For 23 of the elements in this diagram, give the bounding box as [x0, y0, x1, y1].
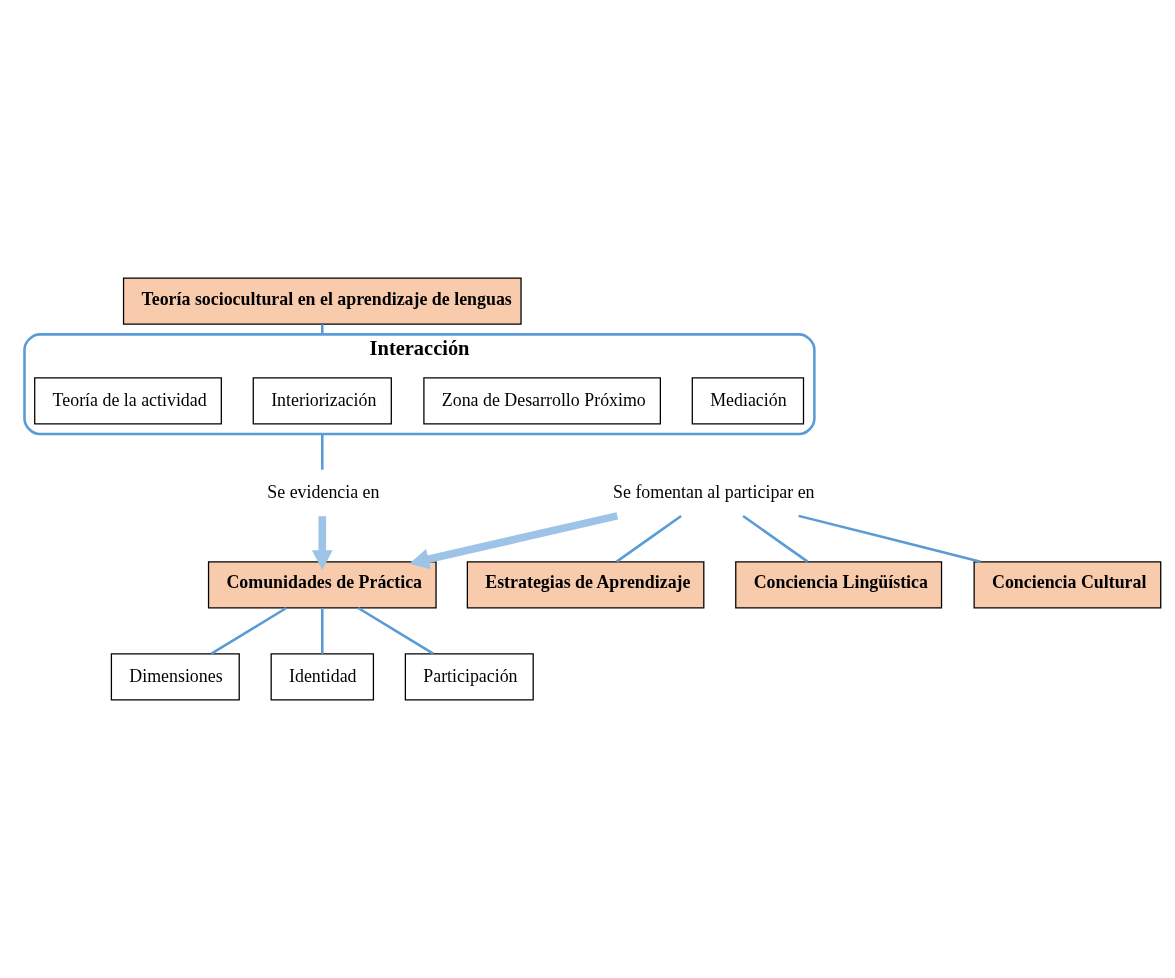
connector — [357, 606, 434, 655]
connector — [615, 514, 682, 563]
node-box: Interiorización — [252, 377, 392, 425]
connector — [321, 608, 324, 654]
node-box: Conciencia Lingüística — [735, 561, 943, 609]
node-box: Dimensiones — [110, 653, 240, 701]
node-box: Teoría sociocultural en el aprendizaje de lenguas — [122, 277, 522, 325]
node-text: Se evidencia en — [267, 481, 380, 502]
node-box: Comunidades de Práctica — [207, 561, 437, 609]
node-box: Zona de Desarrollo Próximo — [423, 377, 661, 425]
node-box: Mediación — [691, 377, 805, 425]
connector — [798, 514, 981, 563]
connector — [321, 434, 324, 470]
connector — [210, 606, 287, 655]
node-box: Teoría de la actividad — [34, 377, 222, 425]
node-text: Se fomentan al participar en — [613, 481, 815, 502]
connector — [321, 324, 324, 335]
node-box: Participación — [404, 653, 534, 701]
node-box: Conciencia Cultural — [973, 561, 1162, 609]
arrow — [409, 512, 619, 570]
node-box: Estrategias de Aprendizaje — [466, 561, 705, 609]
node-box: Identidad — [270, 653, 375, 701]
connector — [742, 514, 809, 563]
